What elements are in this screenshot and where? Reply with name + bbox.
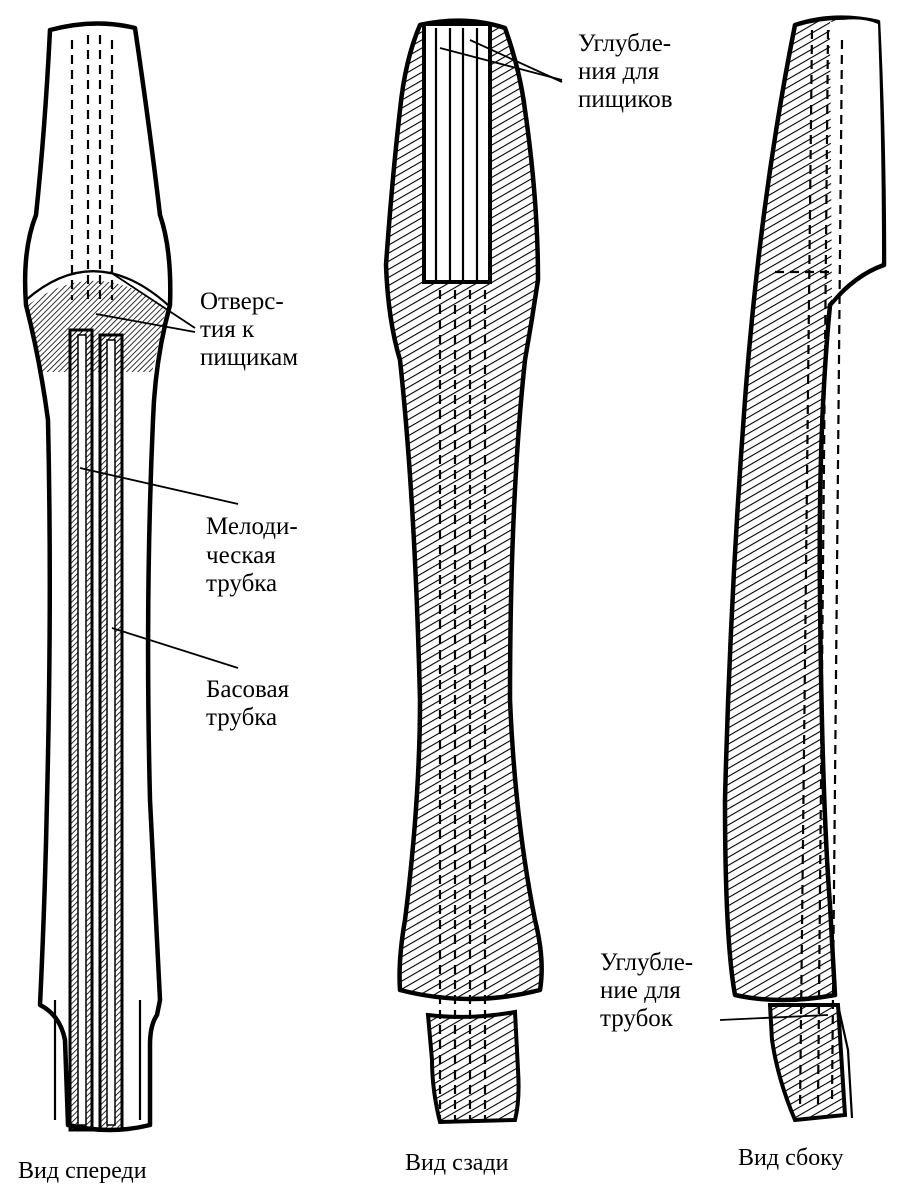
label-tube-groove-2: ние для <box>600 977 681 1004</box>
front-head-seam <box>25 270 169 306</box>
label-reed-grooves-1: Углубле- <box>578 30 671 57</box>
side-head-face <box>830 19 882 301</box>
front-view <box>22 21 173 1133</box>
label-holes-3: пищикам <box>200 344 298 371</box>
front-hatched-band <box>28 280 166 372</box>
label-tube-groove-3: трубок <box>600 1005 674 1032</box>
caption-front: Вид спереди <box>18 1158 147 1184</box>
leader-holes <box>109 271 196 329</box>
caption-side: Вид сбоку <box>738 1145 844 1171</box>
labels: Отвер­с- тия к пищикам Мелоди- ческая тр… <box>200 30 693 1032</box>
label-bass-2: трубка <box>206 704 277 731</box>
leader-lines <box>79 39 829 1021</box>
front-bass-bore <box>106 339 116 1126</box>
side-foot <box>767 1003 848 1123</box>
leader-reed-grooves <box>469 39 563 83</box>
back-reed-grooves <box>422 22 492 284</box>
label-reed-grooves-2: ния для <box>578 58 660 85</box>
caption-back: Вид сзади <box>405 1150 509 1176</box>
label-melody-3: трубка <box>206 570 277 597</box>
captions: Вид спереди Вид сзади Вид сбоку <box>18 1145 844 1184</box>
label-melody-1: Мелоди- <box>206 513 298 540</box>
leader-melody-tube <box>79 467 239 505</box>
leader-bass-tube <box>111 627 239 669</box>
label-reed-grooves-3: пищиков <box>578 86 673 113</box>
front-body-outline <box>22 21 173 1133</box>
back-foot <box>425 1009 521 1125</box>
leader-reed-grooves <box>439 47 563 81</box>
front-melody-bore <box>77 334 87 1126</box>
side-bore-dash <box>798 29 814 1111</box>
side-tube-line <box>836 1004 854 1119</box>
leader-holes <box>95 313 196 333</box>
label-holes-1: Отвер­с- <box>200 288 284 315</box>
label-tube-groove-1: Углубле- <box>600 949 693 976</box>
side-view <box>722 15 887 1123</box>
back-view <box>383 18 544 1125</box>
side-bore-dash <box>830 39 844 1101</box>
leader-tube-groove <box>719 1014 829 1021</box>
label-bass-1: Басовая <box>206 676 290 703</box>
label-holes-2: тия к <box>200 316 255 343</box>
label-melody-2: ческая <box>206 542 276 569</box>
